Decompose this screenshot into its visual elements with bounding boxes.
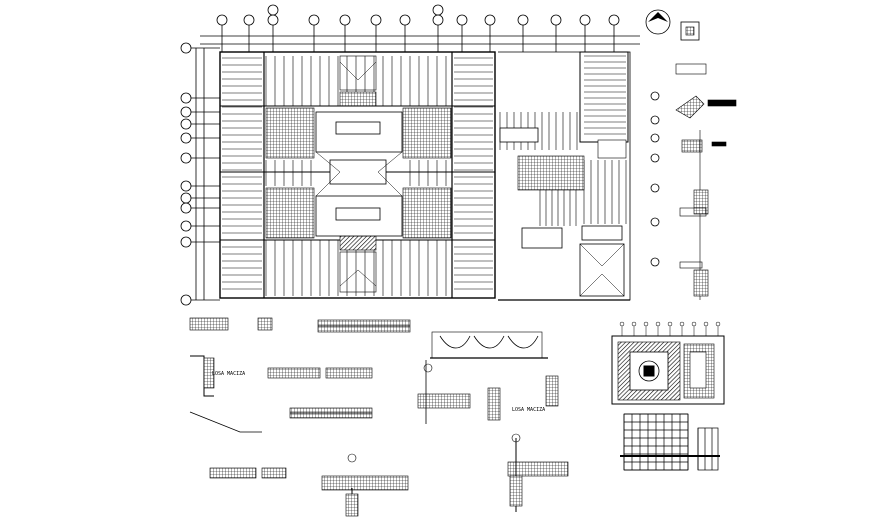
grid-bubble-top	[432, 14, 444, 52]
grid-bubble-top	[308, 14, 320, 52]
main-floor-plan	[219, 51, 496, 299]
grid-bubble-left	[180, 180, 220, 192]
grid-bubble-top	[484, 14, 496, 52]
grid-bubble-left	[180, 220, 220, 232]
column-details	[675, 63, 737, 300]
grid-bubble-left	[180, 202, 220, 214]
grid-bubble-top	[399, 14, 411, 52]
grid-bubble-top	[432, 4, 444, 16]
grid-bubble-top	[517, 14, 529, 52]
north-arrow-icon	[645, 9, 700, 41]
grid-bubble-top	[339, 14, 351, 52]
grid-bubble-left	[180, 92, 220, 104]
grid-bubble-top	[456, 14, 468, 52]
grid-bubble-top	[267, 14, 279, 52]
grid-bubble-left	[180, 42, 220, 54]
grid-bubble-left	[180, 152, 220, 164]
top-grid-axis	[200, 4, 640, 52]
reinforcement-grid	[620, 413, 720, 471]
section-details	[189, 317, 569, 517]
grid-bubble-top	[216, 14, 228, 52]
grid-bubble-top	[550, 14, 562, 52]
grid-bubble-left	[180, 106, 220, 118]
grid-bubble-left	[180, 236, 220, 248]
grid-bubble-top	[608, 14, 620, 52]
grid-bubble-top	[267, 4, 279, 16]
grid-bubble-left	[180, 132, 220, 144]
column-base-plan	[611, 321, 725, 405]
left-grid-axis	[180, 42, 220, 306]
grid-bubble-top	[370, 14, 382, 52]
grid-bubble-top	[243, 14, 255, 52]
detail-title-2: LOSA MACIZA	[512, 407, 545, 413]
grid-bubble-left	[180, 294, 220, 306]
grid-bubble-left	[180, 192, 220, 204]
grid-bubble-left	[180, 118, 220, 130]
grid-bubble-top	[579, 14, 591, 52]
right-grid-axis	[650, 91, 660, 267]
detail-title-1: LOSA MACIZA	[212, 371, 245, 377]
annex-floor-plan	[498, 51, 631, 301]
